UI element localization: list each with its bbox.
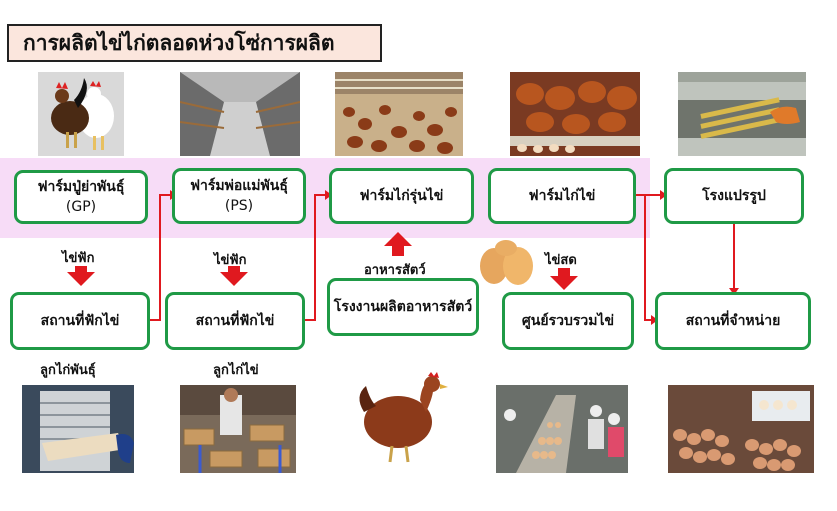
diagram-title: การผลิตไข่ไก่ตลอดห่วงโซ่การผลิต xyxy=(7,24,382,62)
breeder-rooster-hen-photo xyxy=(38,72,124,156)
layer-cage-photo xyxy=(510,72,640,156)
gp-farm-box: ฟาร์มปู่ย่าพันธุ์ (GP) xyxy=(14,170,148,224)
breeder-house-photo xyxy=(180,72,300,156)
layer-chicks-label: ลูกไก่ไข่ xyxy=(213,363,259,378)
breeder-chicks-label: ลูกไก่พันธุ์ xyxy=(40,363,96,378)
chick-sorting-photo xyxy=(180,385,296,473)
hatchery-1-box: สถานที่ฟักไข่ xyxy=(10,292,150,350)
down-arrow-1 xyxy=(67,266,95,286)
incubator-tray-photo xyxy=(22,385,134,473)
processing-plant-label: โรงแปรรูป xyxy=(702,187,766,204)
feed-mill-box: โรงงานผลิตอาหารสัตว์ xyxy=(327,278,479,336)
animal-feed-label: อาหารสัตว์ xyxy=(364,263,426,278)
egg-grading-line-photo xyxy=(496,385,628,473)
gp-farm-sub: (GP) xyxy=(65,199,97,215)
processing-plant-box: โรงแปรรูป xyxy=(664,168,804,224)
hatching-egg-label-2: ไข่ฟัก xyxy=(214,253,247,268)
ps-farm-box: ฟาร์มพ่อแม่พันธุ์ (PS) xyxy=(172,168,306,224)
down-arrow-2 xyxy=(220,266,248,286)
hatchery-2-box: สถานที่ฟักไข่ xyxy=(165,292,305,350)
retail-outlet-box: สถานที่จำหน่าย xyxy=(655,292,811,350)
hatchery-1-label: สถานที่ฟักไข่ xyxy=(40,312,120,329)
layer-farm-box: ฟาร์มไก่ไข่ xyxy=(488,168,636,224)
ps-farm-label: ฟาร์มพ่อแม่พันธุ์ xyxy=(190,177,288,194)
pullet-farm-photo xyxy=(335,72,463,156)
hen-photo xyxy=(350,372,458,468)
fresh-egg-label: ไข่สด xyxy=(545,253,577,268)
hatchery-2-label: สถานที่ฟักไข่ xyxy=(195,312,275,329)
eggs-icon xyxy=(476,240,538,286)
egg-collection-center-box: ศูนย์รวบรวมไข่ xyxy=(502,292,634,350)
layer-farm-label: ฟาร์มไก่ไข่ xyxy=(528,187,596,204)
up-arrow-feed xyxy=(384,232,412,256)
hatching-egg-label-1: ไข่ฟัก xyxy=(62,251,95,266)
retail-outlet-label: สถานที่จำหน่าย xyxy=(685,312,781,329)
egg-tray-shop-photo xyxy=(668,385,814,473)
pullet-farm-box: ฟาร์มไก่รุ่นไข่ xyxy=(329,168,474,224)
egg-collection-center-label: ศูนย์รวบรวมไข่ xyxy=(521,312,615,329)
egg-processing-photo xyxy=(678,72,806,156)
gp-farm-label: ฟาร์มปู่ย่าพันธุ์ xyxy=(37,178,125,195)
pullet-farm-label: ฟาร์มไก่รุ่นไข่ xyxy=(359,187,444,204)
feed-mill-label: โรงงานผลิตอาหารสัตว์ xyxy=(333,298,473,315)
down-arrow-3 xyxy=(550,268,578,290)
ps-farm-sub: (PS) xyxy=(224,198,254,214)
